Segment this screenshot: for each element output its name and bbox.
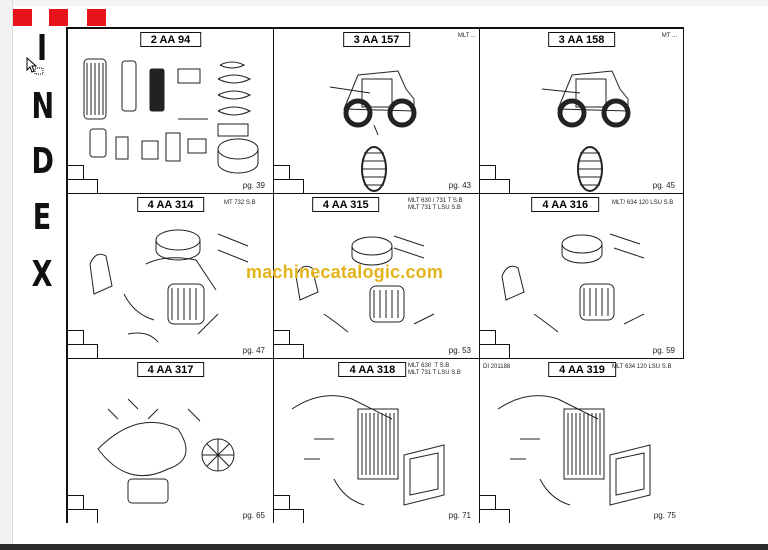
model-note: MLT 630 / 731 T S.B MLT 731 T LSU S.B <box>408 198 463 211</box>
model-note: MLT 634 120 LSU S.B <box>612 364 672 370</box>
corner-tab <box>68 495 84 509</box>
corner-tab <box>274 509 304 523</box>
section-code: 4 AA 315 <box>311 197 380 212</box>
index-cell-4aa316[interactable]: 4 AA 316 MLT/ 634 120 LSU S.B pg. 59 <box>480 194 684 359</box>
model-note: MLT/ 634 120 LSU S.B <box>612 200 674 206</box>
index-letter-e: E <box>32 197 52 238</box>
red-marker-2 <box>49 9 68 26</box>
corner-tab <box>480 330 496 344</box>
index-letter-n: N <box>31 86 55 127</box>
corner-tab <box>68 165 84 179</box>
radiator-cooling-drawing <box>497 395 651 506</box>
page-number: pg. 71 <box>448 511 471 520</box>
index-cell-3aa158[interactable]: 3 AA 158 MT ... pg. 45 <box>480 29 684 194</box>
air-intake-drawing <box>501 233 645 333</box>
index-letter-i: I <box>36 28 48 69</box>
index-letter-x: X <box>31 254 53 295</box>
corner-tab <box>480 165 496 179</box>
air-intake-drawing <box>89 229 249 343</box>
section-code: 3 AA 157 <box>342 32 411 47</box>
corner-tab <box>274 344 304 358</box>
bottom-bar <box>0 544 768 550</box>
index-cell-4aa318[interactable]: 4 AA 318 MLT 630 T S.B MLT 731 T LSU S.B… <box>274 359 480 523</box>
corner-tab <box>480 179 510 193</box>
index-cell-4aa314[interactable]: 4 AA 314 MT 732 S.B pg. 47 <box>68 194 274 359</box>
air-intake-drawing <box>295 235 435 333</box>
index-cell-4aa317[interactable]: 4 AA 317 pg. 65 <box>68 359 274 523</box>
corner-tab <box>480 495 496 509</box>
filters-parts-drawing <box>83 58 259 174</box>
section-code: 4 AA 316 <box>531 197 600 212</box>
index-cell-4aa319[interactable]: DI 201188 4 AA 319 MLT 634 120 LSU S.B p… <box>480 359 684 523</box>
corner-tab <box>274 330 290 344</box>
watermark-text: machinecatalogic.com <box>246 262 444 282</box>
model-note: MLT ... <box>457 33 476 39</box>
page-number: pg. 59 <box>652 346 675 355</box>
page-number: pg. 47 <box>242 346 265 355</box>
section-code: 2 AA 94 <box>139 32 202 47</box>
mouse-cursor-icon <box>26 57 44 75</box>
telehandler-wheels-drawing <box>541 70 631 192</box>
corner-tab <box>480 344 510 358</box>
corner-tab <box>480 509 510 523</box>
left-scrollbar[interactable] <box>0 0 13 550</box>
section-code: 4 AA 317 <box>136 362 205 377</box>
telehandler-wheels-drawing <box>329 70 417 192</box>
fan-belt-drawing <box>97 398 235 504</box>
top-strip <box>0 0 768 6</box>
page-number: pg. 65 <box>242 511 265 520</box>
model-note: MT 732 S.B <box>224 200 256 206</box>
corner-tab <box>274 165 290 179</box>
corner-tab <box>68 179 98 193</box>
red-marker-1 <box>13 9 32 26</box>
section-code: 4 AA 314 <box>136 197 205 212</box>
corner-tab <box>68 344 98 358</box>
corner-tab <box>274 495 290 509</box>
page-number: pg. 53 <box>448 346 471 355</box>
model-note: MLT 630 T S.B MLT 731 T LSU S.B <box>408 363 461 376</box>
red-marker-3 <box>87 9 106 26</box>
section-code: 4 AA 318 <box>338 362 407 377</box>
drawing-reference: DI 201188 <box>483 364 511 370</box>
index-cell-3aa157[interactable]: 3 AA 157 MLT ... pg. 43 <box>274 29 480 194</box>
index-cell-2aa94[interactable]: 2 AA 94 pg. 39 <box>68 29 274 194</box>
page-number: pg. 39 <box>242 181 265 190</box>
index-letter-d: D <box>31 141 54 182</box>
corner-tab <box>274 179 304 193</box>
model-note: MT ... <box>661 33 677 39</box>
corner-tab <box>68 330 84 344</box>
page-number: pg. 45 <box>652 181 675 190</box>
index-grid: 2 AA 94 pg. 39 3 <box>66 27 684 523</box>
corner-tab <box>68 509 98 523</box>
index-cell-4aa315[interactable]: 4 AA 315 MLT 630 / 731 T S.B MLT 731 T L… <box>274 194 480 359</box>
page-number: pg. 75 <box>653 511 676 520</box>
section-code: 4 AA 319 <box>548 362 616 377</box>
section-code: 3 AA 158 <box>547 32 616 47</box>
page-number: pg. 43 <box>448 181 471 190</box>
radiator-cooling-drawing <box>291 395 445 506</box>
